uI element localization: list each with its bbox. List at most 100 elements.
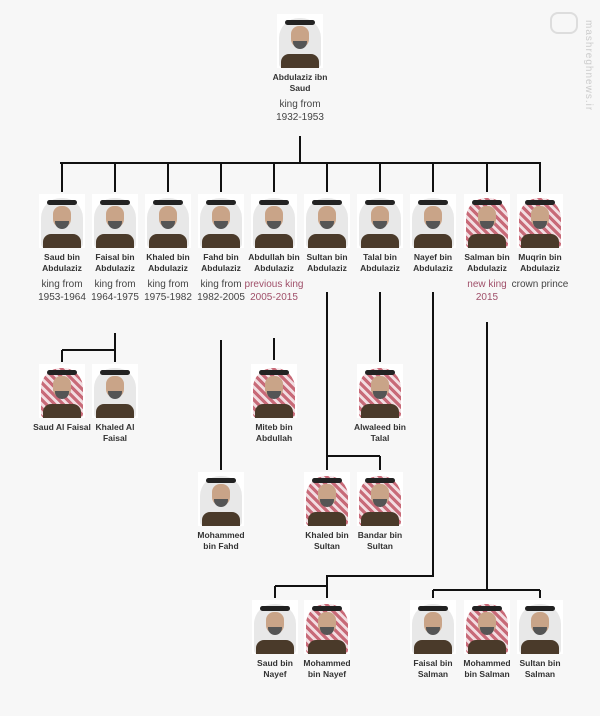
reign-title: king from 1964-1975	[91, 279, 139, 303]
portrait-agal	[525, 606, 555, 611]
portrait-photo	[304, 472, 350, 526]
portrait-agal	[472, 200, 502, 205]
person-name: Talal bin Abdulaziz	[360, 252, 400, 273]
portrait-robe	[308, 234, 346, 248]
person-node-bandar: Bandar bin Sultan	[350, 472, 410, 552]
portrait-robe	[521, 640, 559, 654]
person-name: Saud bin Abdulaziz	[42, 252, 82, 273]
portrait-agal	[418, 200, 448, 205]
person-name: Mohammed bin Fahd	[197, 530, 245, 551]
portrait-robe	[308, 640, 346, 654]
reign-title: previous king 2005-2015	[244, 279, 304, 303]
portrait-beard	[426, 627, 440, 635]
portrait-robe	[414, 234, 452, 248]
portrait-photo	[198, 194, 244, 248]
portrait-agal	[100, 370, 130, 375]
portrait-robe	[149, 234, 187, 248]
faisal-connector	[61, 333, 116, 362]
portrait-beard	[161, 221, 175, 229]
person-node-khaled-bin-sultan: Khaled bin Sultan	[297, 472, 357, 552]
portrait-beard	[320, 221, 334, 229]
sultan-connector	[326, 292, 381, 470]
person-name: Alwaleed bin Talal	[354, 422, 406, 443]
person-name: Khaled bin Abdulaziz	[146, 252, 190, 273]
person-node-mohammed-bin-nayef: Mohammed bin Nayef	[297, 600, 357, 680]
portrait-robe	[43, 404, 81, 418]
portrait-beard	[293, 41, 307, 49]
reign-title: king from 1932-1953	[276, 99, 324, 123]
person-name: Salman bin Abdulaziz	[464, 252, 510, 273]
portrait-photo	[39, 364, 85, 418]
portrait-agal	[365, 478, 395, 483]
person-node-mbs: Mohammed bin Salman	[457, 600, 517, 680]
portrait-agal	[260, 606, 290, 611]
portrait-agal	[365, 200, 395, 205]
portrait-agal	[206, 200, 236, 205]
person-name: Khaled bin Sultan	[305, 530, 349, 551]
portrait-robe	[255, 234, 293, 248]
person-name: Saud bin Nayef	[257, 658, 293, 679]
person-name: Fahd bin Abdulaziz	[201, 252, 241, 273]
portrait-photo	[410, 194, 456, 248]
portrait-robe	[255, 404, 293, 418]
person-name: Abdullah bin Abdulaziz	[248, 252, 300, 273]
portrait-agal	[153, 200, 183, 205]
portrait-photo	[357, 194, 403, 248]
portrait-photo	[92, 194, 138, 248]
person-name: Muqrin bin Abdulaziz	[518, 252, 562, 273]
person-name: Nayef bin Abdulaziz	[413, 252, 453, 273]
portrait-photo	[39, 194, 85, 248]
portrait-agal	[312, 200, 342, 205]
portrait-photo	[145, 194, 191, 248]
portrait-beard	[214, 221, 228, 229]
portrait-robe	[256, 640, 294, 654]
person-node-mohammed-bin-fahd: Mohammed bin Fahd	[191, 472, 251, 552]
portrait-robe	[281, 54, 319, 68]
portrait-robe	[468, 640, 506, 654]
portrait-beard	[108, 391, 122, 399]
portrait-photo	[304, 194, 350, 248]
portrait-photo	[251, 194, 297, 248]
person-node-talal: Talal bin Abdulaziz	[350, 194, 410, 274]
person-node-sultan-bin-salman: Sultan bin Salman	[510, 600, 570, 680]
portrait-agal	[47, 200, 77, 205]
person-node-muqrin: Muqrin bin Abdulaziz crown prince	[510, 194, 570, 291]
portrait-beard	[320, 499, 334, 507]
person-name: Sultan bin Salman	[519, 658, 561, 679]
person-name: Sultan bin Abdulaziz	[306, 252, 348, 273]
person-node-saud-al-faisal: Saud Al Faisal	[32, 364, 92, 433]
portrait-photo	[252, 600, 298, 654]
salman-connector	[432, 322, 541, 598]
portrait-beard	[267, 221, 281, 229]
portrait-beard	[480, 627, 494, 635]
portrait-beard	[267, 391, 281, 399]
person-name: Miteb bin Abdullah	[255, 422, 293, 443]
person-name: Faisal bin Abdulaziz	[95, 252, 135, 273]
portrait-beard	[373, 391, 387, 399]
portrait-agal	[525, 200, 555, 205]
person-node-salman: Salman bin Abdulaziz new king 2015	[457, 194, 517, 304]
portrait-agal	[259, 200, 289, 205]
reign-title: king from 1953-1964	[38, 279, 86, 303]
reign-title: crown prince	[511, 279, 569, 290]
watermark-logo-icon	[550, 12, 578, 34]
person-node-saud: Saud bin Abdulaziz king from 1953-1964	[32, 194, 92, 304]
portrait-robe	[521, 234, 559, 248]
person-node-faisal-bin-salman: Faisal bin Salman	[403, 600, 463, 680]
portrait-beard	[320, 627, 334, 635]
reign-title: new king 2015	[467, 279, 507, 303]
portrait-robe	[361, 404, 399, 418]
portrait-robe	[414, 640, 452, 654]
portrait-agal	[418, 606, 448, 611]
person-name: Khaled Al Faisal	[95, 422, 135, 443]
portrait-agal	[285, 20, 315, 25]
person-name: Abdulaziz ibn Saud	[272, 72, 328, 93]
person-node-faisal: Faisal bin Abdulaziz king from 1964-1975	[85, 194, 145, 304]
portrait-robe	[202, 234, 240, 248]
portrait-beard	[55, 221, 69, 229]
portrait-photo	[464, 194, 510, 248]
